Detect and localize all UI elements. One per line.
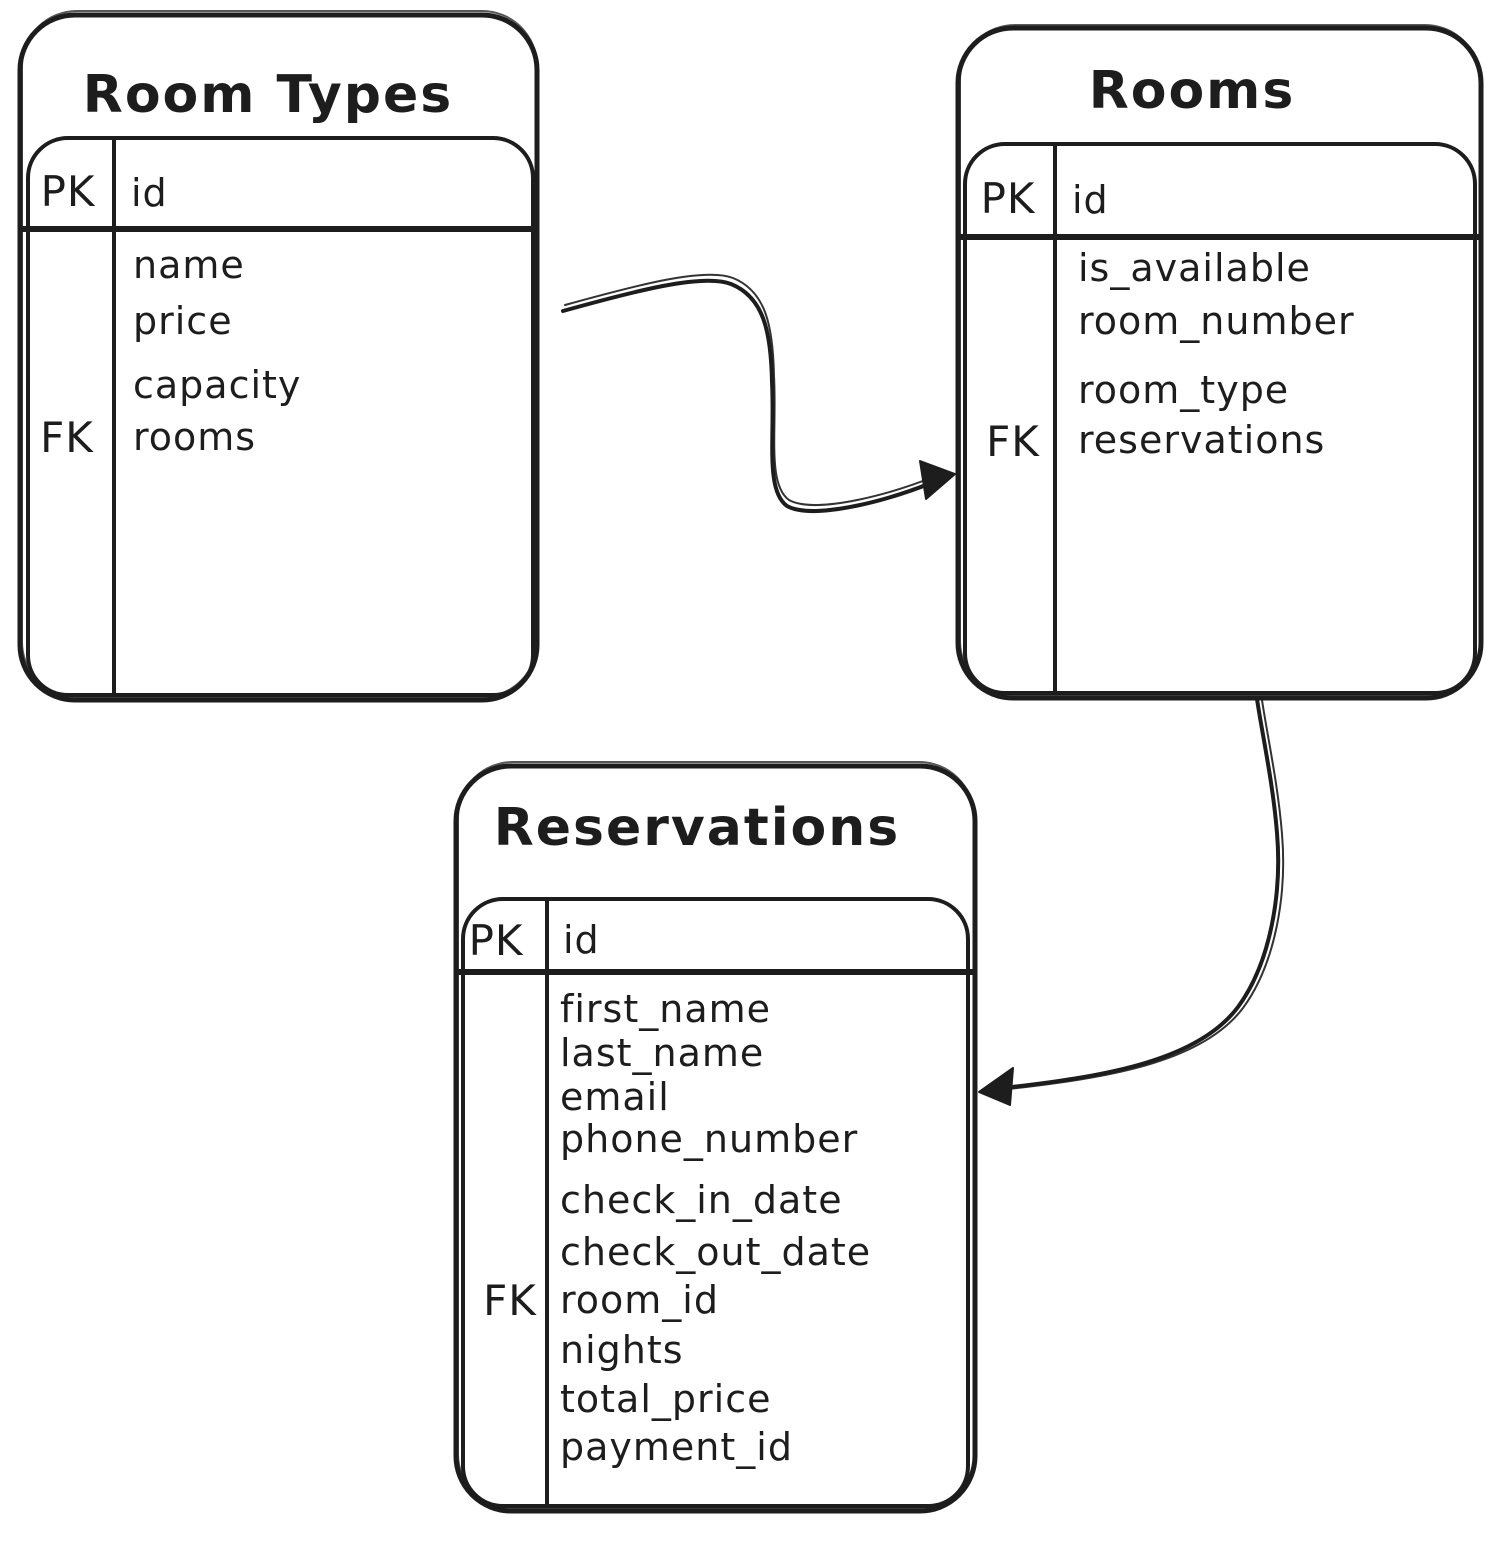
field-row: reservations <box>1078 418 1325 462</box>
entity-box-sketch-line <box>959 24 1481 697</box>
field-row: first_name <box>560 987 771 1031</box>
field-row: rooms <box>133 415 256 459</box>
fk-label: FK <box>40 413 94 462</box>
field-row: nights <box>560 1328 684 1372</box>
field-row: last_name <box>560 1031 764 1075</box>
field-row: check_out_date <box>560 1230 871 1274</box>
pk-field: id <box>131 171 168 215</box>
pk-label: PK <box>981 174 1036 223</box>
fk-label: FK <box>483 1276 537 1325</box>
relationship-line-sketch <box>1008 699 1285 1090</box>
pk-field: id <box>1072 178 1109 222</box>
field-row: email <box>560 1075 670 1119</box>
arrowhead-icon <box>919 460 956 500</box>
entity-title: Room Types <box>83 65 453 125</box>
field-row: payment_id <box>560 1425 793 1469</box>
fk-label: FK <box>986 417 1040 466</box>
entity-box[interactable] <box>955 25 1484 701</box>
field-row: price <box>133 299 233 343</box>
entity-title: Reservations <box>494 798 901 858</box>
field-row: room_type <box>1078 368 1289 412</box>
entity-reservations[interactable]: Reservations PK id first_name last_name … <box>453 761 978 1514</box>
entity-room-types[interactable]: Room Types PK id name price capacity roo… <box>17 10 540 703</box>
relationship-line[interactable] <box>561 278 940 513</box>
field-row: phone_number <box>560 1117 858 1161</box>
entity-rows-box <box>963 142 1477 695</box>
relationship-rooms-reservations[interactable] <box>978 697 1285 1106</box>
entity-rooms[interactable]: Rooms PK id is_available room_number roo… <box>955 24 1484 701</box>
entity-rows-box <box>461 897 970 1508</box>
arrowhead-icon <box>978 1067 1014 1106</box>
field-row: capacity <box>133 363 301 407</box>
field-row: total_price <box>560 1377 771 1421</box>
pk-label: PK <box>41 167 96 216</box>
relationship-line-sketch <box>564 273 941 506</box>
field-row: room_id <box>560 1278 719 1322</box>
field-row: room_number <box>1078 299 1355 343</box>
relationship-line[interactable] <box>1002 697 1281 1090</box>
field-row: check_in_date <box>560 1178 843 1222</box>
entity-title: Rooms <box>1089 61 1296 121</box>
entity-box-sketch-line <box>457 761 975 1510</box>
pk-label: PK <box>469 916 524 965</box>
relationship-roomtypes-rooms[interactable] <box>561 273 956 513</box>
entity-rows-box <box>26 136 535 697</box>
pk-field: id <box>563 918 600 962</box>
field-row: name <box>133 243 245 287</box>
field-row: is_available <box>1078 246 1311 290</box>
